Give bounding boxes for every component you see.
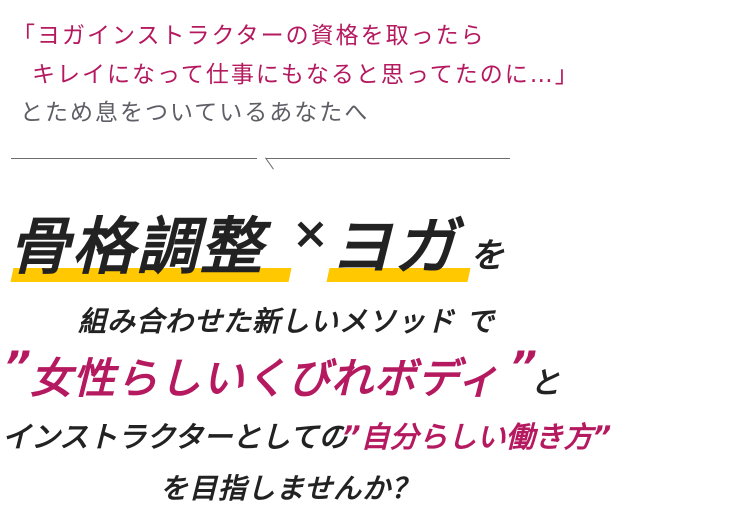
divider-right [266, 158, 510, 159]
open-quote: ” [4, 342, 32, 391]
cross-symbol: × [292, 208, 331, 259]
headline-part-1: 骨格調整 [8, 210, 265, 283]
line4-prefix: インストラクターとしての [2, 420, 348, 454]
particle-to: と [530, 366, 560, 401]
intro-line-2: キレイになって仕事にもなると思ってたのに…」 [32, 62, 580, 88]
intro-line-3: とため息をついているあなたへ [20, 100, 370, 126]
emphasis-own-workstyle: ”自分らしい働き方” [342, 420, 612, 454]
closing-line: を目指しませんか？ [160, 472, 421, 505]
intro-line-1: 「ヨガインストラクターの資格を取ったら [12, 23, 486, 49]
divider-left [11, 158, 257, 159]
headline-part-2: ヨガ [330, 210, 459, 283]
headline-particle: を [470, 236, 504, 276]
close-quote: ” [510, 342, 538, 391]
speech-tail-icon [265, 157, 274, 170]
subline: 組み合わせた新しいメソッド で [78, 305, 495, 338]
emphasis-curvy-body: 女性らしいくびれボディ [30, 354, 501, 403]
